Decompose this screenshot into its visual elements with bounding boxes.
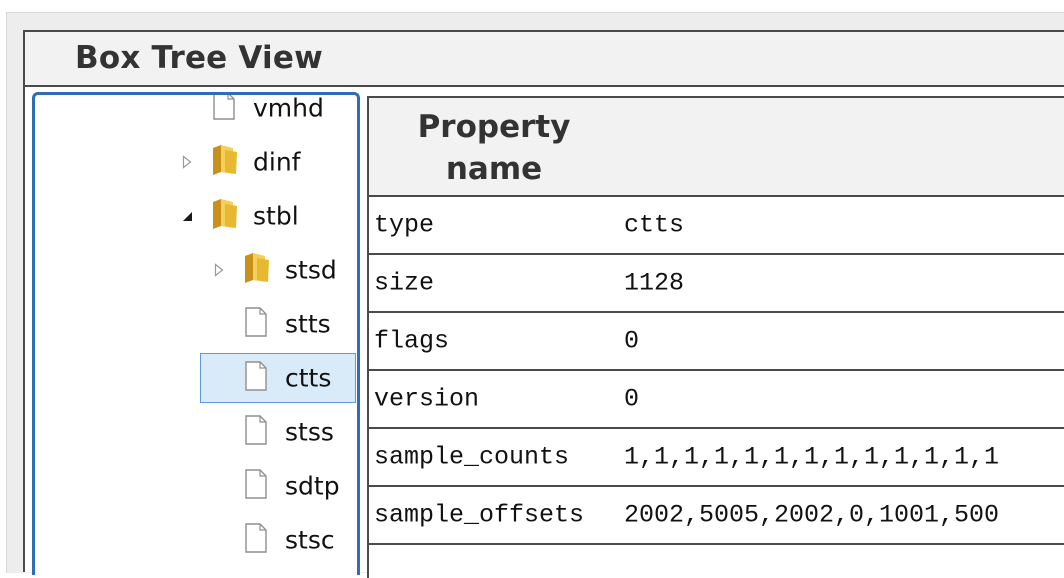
tree-item-label: vmhd (253, 93, 324, 123)
table-row[interactable]: sample_offsets 2002,5005,2002,0,1001,500 (369, 487, 1064, 545)
tree-item-label: sdtp (285, 471, 340, 501)
file-icon (212, 95, 236, 124)
tree-item-label: stss (285, 417, 334, 447)
tree-selection-highlight (200, 353, 356, 403)
file-icon (244, 307, 268, 341)
property-value: 1128 (624, 268, 685, 298)
tree-item-label: dinf (253, 147, 301, 177)
tree-item-dinf[interactable]: dinf (35, 137, 357, 187)
window-title: Box Tree View (75, 40, 323, 76)
tree-item-label: stsd (285, 255, 337, 285)
property-value: 0 (624, 384, 640, 414)
tree-item-sdtp[interactable]: sdtp (35, 461, 357, 511)
file-icon (244, 523, 268, 557)
file-icon (244, 415, 268, 449)
property-table-header: Property name (369, 98, 1064, 197)
table-row[interactable]: type ctts (369, 197, 1064, 255)
tree-item-stsd[interactable]: stsd (35, 245, 357, 295)
tree-item-stbl[interactable]: stbl (35, 191, 357, 241)
box-tree-window: Box Tree View vmhd dinf (23, 30, 1064, 578)
property-name: version (374, 384, 480, 414)
expand-arrow-icon[interactable] (180, 155, 194, 169)
tree-item-label: stsc (285, 525, 335, 555)
title-bar: Box Tree View (25, 32, 1064, 87)
file-icon (244, 469, 268, 503)
file-icon (244, 361, 268, 395)
tree-item-label: stts (285, 309, 331, 339)
property-value: 0 (624, 326, 640, 356)
folder-icon (243, 252, 271, 288)
tree-item-vmhd[interactable]: vmhd (35, 93, 357, 133)
property-name: sample_offsets (374, 500, 585, 530)
tree-item-stts[interactable]: stts (35, 299, 357, 349)
folder-icon (211, 144, 239, 180)
property-table: Property name type ctts size 1128 flags … (367, 96, 1064, 578)
property-name: size (374, 268, 435, 298)
property-name-column-header[interactable]: Property name (417, 109, 571, 187)
tree-item-stss[interactable]: stss (35, 407, 357, 457)
collapse-arrow-icon[interactable] (180, 209, 194, 223)
property-name: type (374, 210, 435, 240)
property-value: ctts (624, 210, 685, 240)
table-row[interactable]: version 0 (369, 371, 1064, 429)
tree-item-stsc[interactable]: stsc (35, 515, 357, 565)
folder-icon (211, 198, 239, 234)
expand-arrow-icon[interactable] (212, 263, 226, 277)
table-row[interactable]: sample_counts 1,1,1,1,1,1,1,1,1,1,1,1,1 (369, 429, 1064, 487)
tree-item-ctts[interactable]: ctts (35, 353, 357, 403)
property-name: sample_counts (374, 442, 570, 472)
property-value: 1,1,1,1,1,1,1,1,1,1,1,1,1 (624, 442, 1000, 472)
property-name: flags (374, 326, 450, 356)
property-value: 2002,5005,2002,0,1001,500 (624, 500, 1000, 530)
page-background (0, 0, 1064, 12)
table-row[interactable]: size 1128 (369, 255, 1064, 313)
tree-item-label: ctts (285, 363, 332, 393)
table-row[interactable]: flags 0 (369, 313, 1064, 371)
tree-item-label: stbl (253, 201, 299, 231)
box-tree[interactable]: vmhd dinf stbl (32, 92, 360, 575)
